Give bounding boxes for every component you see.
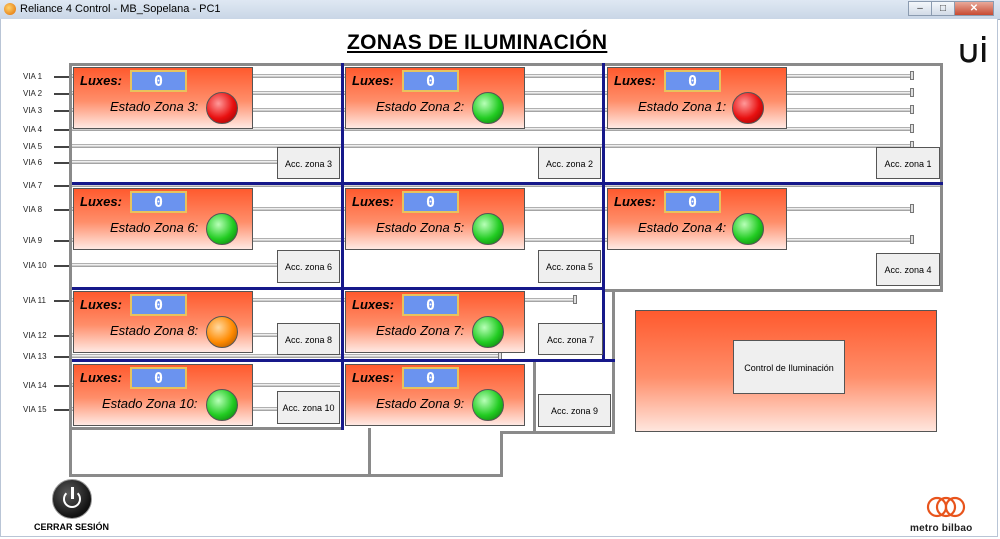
status-led-green-icon	[472, 389, 504, 421]
luxes-display: 0	[130, 191, 187, 213]
window-title: Reliance 4 Control - MB_Sopelana - PC1	[20, 3, 221, 15]
control-iluminacion-button[interactable]: Control de Iluminación	[733, 340, 845, 394]
luxes-display: 0	[402, 191, 459, 213]
status-led-orange-icon	[206, 316, 238, 348]
zone-status-label: Estado Zona 9:	[376, 396, 465, 411]
luxes-display: 0	[130, 70, 187, 92]
via-label: VIA 2	[23, 89, 43, 98]
acc-zona-10-button[interactable]: Acc. zona 10	[277, 391, 340, 424]
minimize-button[interactable]: –	[908, 1, 932, 16]
luxes-label: Luxes:	[352, 194, 394, 209]
status-led-green-icon	[472, 92, 504, 124]
luxes-label: Luxes:	[80, 297, 122, 312]
status-led-green-icon	[206, 389, 238, 421]
via-label: VIA 11	[23, 296, 46, 305]
status-led-green-icon	[472, 213, 504, 245]
close-button[interactable]: ✕	[954, 1, 994, 16]
logout-label[interactable]: CERRAR SESIÓN	[34, 522, 110, 532]
status-led-red-icon	[206, 92, 238, 124]
acc-zona-3-button[interactable]: Acc. zona 3	[277, 147, 340, 179]
app-icon	[4, 3, 16, 15]
via-label: VIA 14	[23, 381, 47, 390]
acc-zona-7-button[interactable]: Acc. zona 7	[538, 323, 603, 355]
reliance-logo-icon	[960, 36, 986, 63]
zone-panel-4: Luxes: 0 Estado Zona 4:	[607, 188, 787, 250]
luxes-label: Luxes:	[80, 370, 122, 385]
page-title: ZONAS DE ILUMINACIÓN	[347, 31, 608, 54]
luxes-label: Luxes:	[614, 73, 656, 88]
zone-status-label: Estado Zona 4:	[638, 220, 727, 235]
via-label: VIA 5	[23, 142, 43, 151]
zone-panel-5: Luxes: 0 Estado Zona 5:	[345, 188, 525, 250]
zone-panel-10: Luxes: 0 Estado Zona 10:	[73, 364, 253, 426]
via-label: VIA 9	[23, 236, 43, 245]
luxes-display: 0	[402, 294, 459, 316]
via-label: VIA 10	[23, 261, 47, 270]
luxes-display: 0	[664, 70, 721, 92]
luxes-label: Luxes:	[352, 370, 394, 385]
zone-status-label: Estado Zona 2:	[376, 99, 465, 114]
luxes-label: Luxes:	[80, 194, 122, 209]
luxes-display: 0	[664, 191, 721, 213]
window-titlebar: Reliance 4 Control - MB_Sopelana - PC1 –…	[0, 0, 1000, 20]
brand-name: metro bilbao	[910, 523, 973, 534]
zone-status-label: Estado Zona 7:	[376, 323, 465, 338]
acc-zona-5-button[interactable]: Acc. zona 5	[538, 250, 601, 283]
zone-status-label: Estado Zona 6:	[110, 220, 199, 235]
zone-status-label: Estado Zona 5:	[376, 220, 465, 235]
zone-panel-1: Luxes: 0 Estado Zona 1:	[607, 67, 787, 129]
zone-panel-7: Luxes: 0 Estado Zona 7:	[345, 291, 525, 353]
status-led-red-icon	[732, 92, 764, 124]
via-label: VIA 12	[23, 331, 47, 340]
luxes-label: Luxes:	[352, 73, 394, 88]
via-label: VIA 8	[23, 205, 43, 214]
acc-zona-8-button[interactable]: Acc. zona 8	[277, 323, 340, 355]
zone-panel-2: Luxes: 0 Estado Zona 2:	[345, 67, 525, 129]
zone-panel-9: Luxes: 0 Estado Zona 9:	[345, 364, 525, 426]
zone-status-label: Estado Zona 10:	[102, 396, 198, 411]
luxes-display: 0	[402, 367, 459, 389]
zone-status-label: Estado Zona 8:	[110, 323, 199, 338]
zone-panel-8: Luxes: 0 Estado Zona 8:	[73, 291, 253, 353]
luxes-label: Luxes:	[80, 73, 122, 88]
metro-bilbao-logo-icon	[926, 496, 966, 518]
status-led-green-icon	[206, 213, 238, 245]
acc-zona-6-button[interactable]: Acc. zona 6	[277, 250, 340, 283]
via-label: VIA 6	[23, 158, 43, 167]
via-label: VIA 3	[23, 106, 43, 115]
zone-status-label: Estado Zona 1:	[638, 99, 727, 114]
zone-panel-3: Luxes: 0 Estado Zona 3:	[73, 67, 253, 129]
luxes-label: Luxes:	[614, 194, 656, 209]
via-label: VIA 15	[23, 405, 47, 414]
via-label: VIA 13	[23, 352, 47, 361]
acc-zona-2-button[interactable]: Acc. zona 2	[538, 147, 601, 179]
acc-zona-4-button[interactable]: Acc. zona 4	[876, 253, 940, 286]
maximize-button[interactable]: □	[931, 1, 955, 16]
luxes-label: Luxes:	[352, 297, 394, 312]
luxes-display: 0	[130, 294, 187, 316]
via-label: VIA 7	[23, 181, 43, 190]
acc-zona-9-button[interactable]: Acc. zona 9	[538, 394, 611, 427]
status-led-green-icon	[472, 316, 504, 348]
zone-status-label: Estado Zona 3:	[110, 99, 199, 114]
acc-zona-1-button[interactable]: Acc. zona 1	[876, 147, 940, 179]
via-label: VIA 1	[23, 72, 43, 81]
status-led-green-icon	[732, 213, 764, 245]
zone-panel-6: Luxes: 0 Estado Zona 6:	[73, 188, 253, 250]
power-icon[interactable]	[52, 479, 92, 519]
via-label: VIA 4	[23, 125, 43, 134]
luxes-display: 0	[130, 367, 187, 389]
luxes-display: 0	[402, 70, 459, 92]
